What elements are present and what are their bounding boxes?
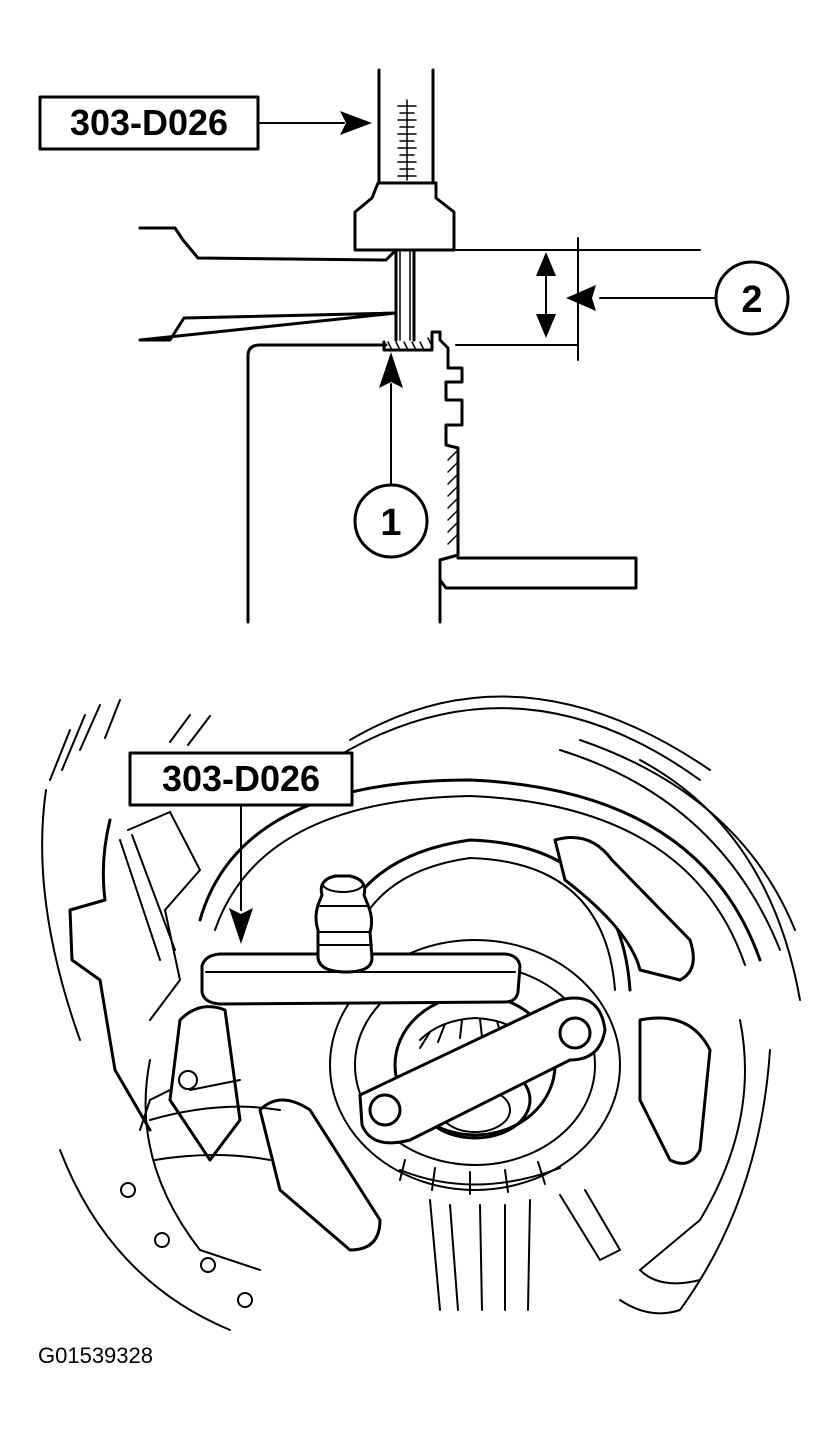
bottom-view: 303-D026 bbox=[41, 695, 801, 1331]
arrow-icon bbox=[229, 908, 253, 944]
tool-label-top: 303-D026 bbox=[38, 95, 372, 151]
housing-ribs bbox=[144, 778, 762, 1271]
callout-1: 1 bbox=[353, 352, 429, 559]
arrow-icon bbox=[566, 285, 596, 311]
housing-handle bbox=[138, 226, 398, 342]
top-view: 303-D026 2 1 bbox=[38, 68, 790, 624]
callout-2: 2 bbox=[566, 260, 790, 336]
tool-label-top-text: 303-D026 bbox=[70, 102, 228, 143]
central-hub bbox=[329, 939, 621, 1195]
arrow-icon bbox=[340, 111, 372, 135]
image-code: G01539328 bbox=[38, 1343, 153, 1368]
tool-bar-303-d026 bbox=[200, 874, 522, 1006]
tool-label-bottom: 303-D026 bbox=[128, 751, 354, 944]
callout-1-text: 1 bbox=[380, 502, 401, 544]
callout-2-text: 2 bbox=[741, 279, 762, 321]
depth-gauge bbox=[353, 68, 456, 342]
housing-bottom-ribs bbox=[120, 1070, 701, 1315]
case-outline bbox=[41, 695, 801, 1331]
transmission-housing bbox=[246, 330, 638, 624]
arrow-icon bbox=[379, 352, 403, 388]
tool-label-bottom-text: 303-D026 bbox=[162, 758, 320, 799]
double-arrow-icon bbox=[536, 252, 556, 338]
